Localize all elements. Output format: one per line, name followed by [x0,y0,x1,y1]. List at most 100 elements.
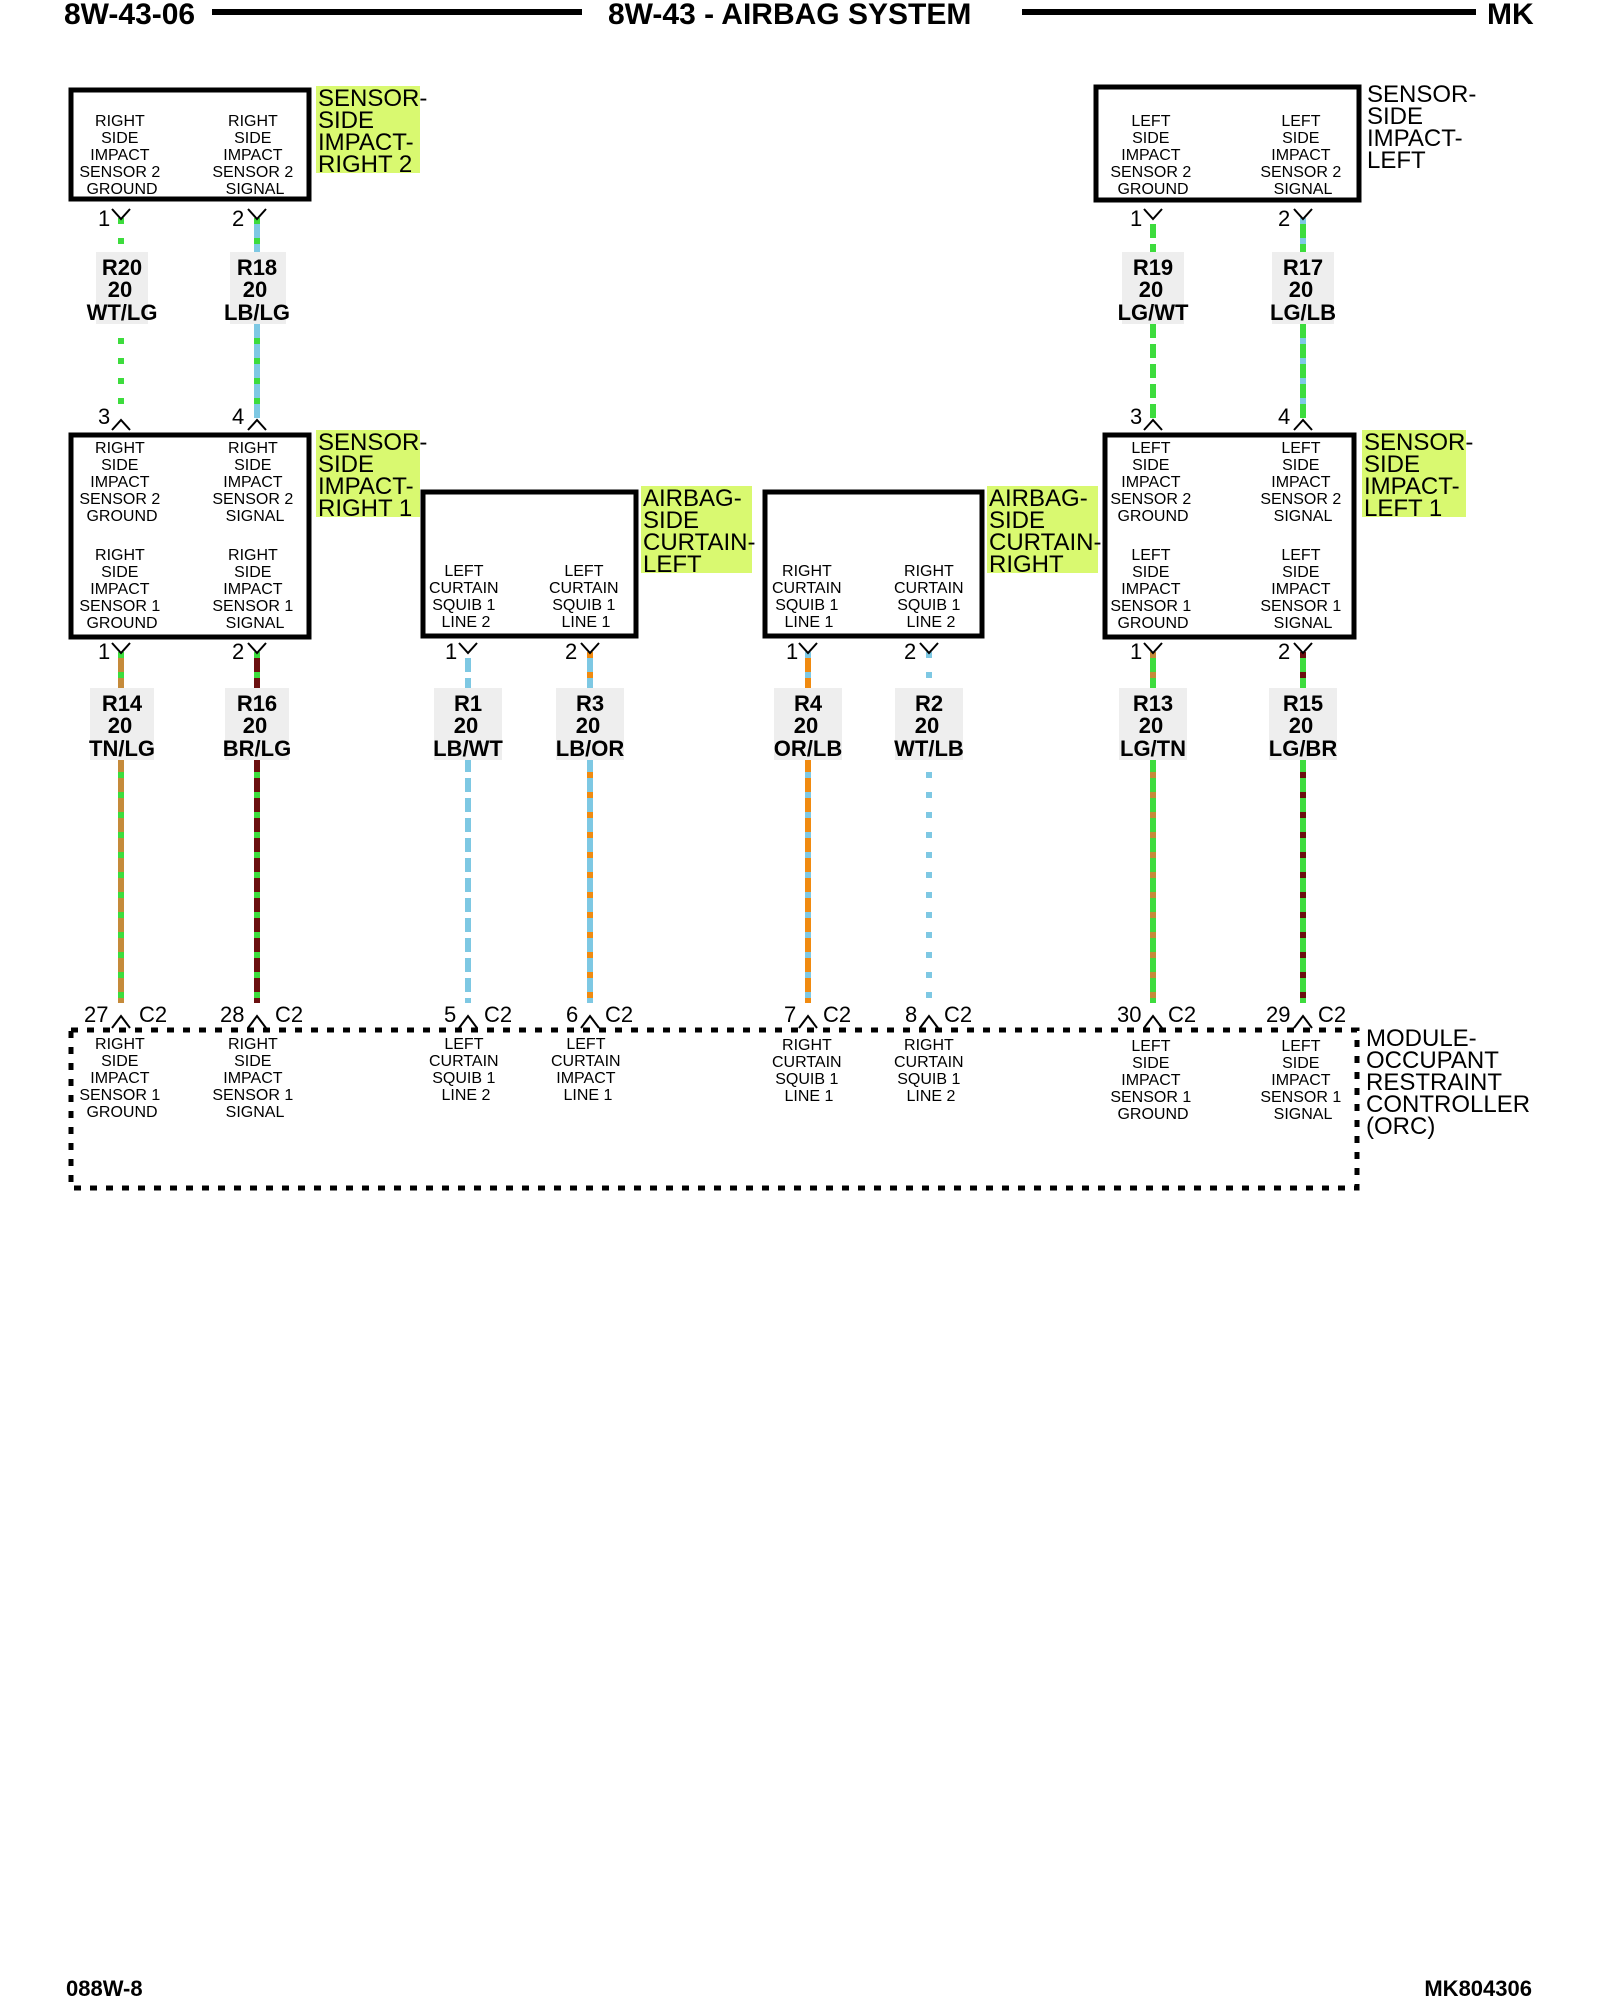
pin-number: 1 [445,639,457,664]
pin-connector-icon [458,642,478,655]
pin-connector-icon [111,208,131,221]
page-footer: 088W-8 MK804306 [66,1976,1532,2001]
pin-label: LEFT SIDE IMPACT SENSOR 2 SIGNAL [1260,440,1345,525]
component-name: SENSOR- SIDE IMPACT- LEFT 1 [1364,429,1480,522]
circuit-id: R19 [1133,255,1173,280]
wire-gauge: 20 [1289,713,1313,738]
pin-label: LEFT CURTAIN SQUIB 1 LINE 2 [429,563,503,631]
pin-number: 1 [1130,206,1142,231]
pin-label: RIGHT CURTAIN SQUIB 1 LINE 1 [772,1037,846,1105]
wire-gauge: 20 [576,713,600,738]
pin-label: RIGHT SIDE IMPACT SENSOR 2 GROUND [79,440,164,525]
pin-connector-icon [247,418,267,431]
pin-connector-icon [1293,418,1313,431]
component-name: AIRBAG- SIDE CURTAIN- LEFT [643,485,762,578]
pin-connector-icon [1293,642,1313,655]
circuit-id: R3 [576,691,604,716]
wire-color: WT/LB [894,736,964,761]
pin-number: 27 [84,1002,108,1027]
circuit-id: R1 [454,691,482,716]
page-title: 8W-43 - AIRBAG SYSTEM [608,0,971,31]
pin-label: LEFT SIDE IMPACT SENSOR 1 SIGNAL [1260,1038,1345,1123]
wire-gauge: 20 [1139,277,1163,302]
circuit-id: R2 [915,691,943,716]
component-box [68,87,312,202]
module-dashed-outline [68,1027,1360,1191]
wire-label-R1: R1 20 LB/WT [433,688,503,761]
pin-label: RIGHT SIDE IMPACT SENSOR 1 GROUND [79,1036,164,1121]
sensor-side-impact-left: LEFT SIDE IMPACT SENSOR 2 GROUND LEFT SI… [1093,81,1483,231]
circuit-id: R18 [237,255,277,280]
pin-connector-icon [798,642,818,655]
pin-label: LEFT CURTAIN IMPACT LINE 1 [551,1036,625,1104]
upper-wire-labels: R20 20 WT/LG R18 20 LB/LG R19 20 LG/WT R… [87,252,1336,325]
wire-label-R15: R15 20 LG/BR [1269,688,1338,761]
component-box [1102,432,1357,640]
pin-label: LEFT SIDE IMPACT SENSOR 2 SIGNAL [1260,113,1345,198]
pin-connector-icon [111,418,131,431]
component-name: AIRBAG- SIDE CURTAIN- RIGHT [989,485,1108,578]
wire-label-plate [96,252,148,324]
pin-label: RIGHT CURTAIN SQUIB 1 LINE 2 [894,1037,968,1105]
component-box [1093,84,1362,203]
wire-color: BR/LG [223,736,291,761]
wire-label-plate [90,688,154,760]
pin-number: 2 [1278,639,1290,664]
component-name: SENSOR- SIDE IMPACT- RIGHT 2 [318,85,434,178]
pin-number: 30 [1117,1002,1141,1027]
pin-label: LEFT SIDE IMPACT SENSOR 1 SIGNAL [1260,547,1345,632]
pin-connector-icon [458,1014,478,1029]
pin-number: 28 [220,1002,244,1027]
pin-label: LEFT SIDE IMPACT SENSOR 2 GROUND [1110,113,1195,198]
wire-gauge: 20 [794,713,818,738]
sensor-side-impact-right-1: 3 4 RIGHT SIDE IMPACT SENSOR 2 GROUND RI… [68,404,434,664]
pin-number: 4 [232,404,244,429]
wire-gauge: 20 [915,713,939,738]
connector-id: C2 [139,1002,167,1027]
wire-label-R14: R14 20 TN/LG [89,688,155,761]
pin-connector-icon [919,1014,939,1029]
pin-number: 29 [1266,1002,1290,1027]
wire-label-plate [1119,688,1187,760]
wire-color: LG/BR [1269,736,1338,761]
pin-label: RIGHT SIDE IMPACT SENSOR 2 SIGNAL [212,113,297,198]
orc-pin-27: 27 C2 RIGHT SIDE IMPACT SENSOR 1 GROUND [79,1002,167,1121]
wire-label-plate [895,688,963,760]
wire-gauge: 20 [454,713,478,738]
wire-gauge: 20 [1139,713,1163,738]
pin-connector-icon [247,642,267,655]
pin-label: RIGHT SIDE IMPACT SENSOR 1 SIGNAL [212,1036,297,1121]
wire-color: LB/LG [224,300,290,325]
component-name: SENSOR- SIDE IMPACT- RIGHT 1 [318,429,434,522]
wire-label-R16: R16 20 BR/LG [223,688,291,761]
circuit-id: R13 [1133,691,1173,716]
component-box [68,432,312,640]
orc-pin-6: 6 C2 LEFT CURTAIN IMPACT LINE 1 [551,1002,633,1104]
pin-number: 1 [1130,639,1142,664]
name-highlight [987,486,1098,573]
page-header: 8W-43-06 8W-43 - AIRBAG SYSTEM MK [64,0,1534,31]
pin-number: 6 [566,1002,578,1027]
wire-label-R20: R20 20 WT/LG [87,252,157,325]
component-name: SENSOR- SIDE IMPACT- LEFT [1367,81,1483,174]
wire-label-plate [1272,252,1334,324]
pin-number: 2 [565,639,577,664]
pin-connector-icon [580,1014,600,1029]
orc-pin-29: 29 C2 LEFT SIDE IMPACT SENSOR 1 SIGNAL [1260,1002,1346,1123]
pin-connector-icon [1293,208,1313,221]
pin-number: 3 [1130,404,1142,429]
pin-label: RIGHT SIDE IMPACT SENSOR 1 SIGNAL [212,547,297,632]
pin-number: 2 [904,639,916,664]
wire-label-R3: R3 20 LB/OR [556,688,624,761]
pin-number: 2 [232,206,244,231]
pin-connector-icon [247,1014,267,1029]
footer-left-code: 088W-8 [66,1976,143,2000]
circuit-id: R20 [102,255,142,280]
wire-color: TN/LG [89,736,155,761]
circuit-id: R14 [102,691,143,716]
circuit-id: R15 [1283,691,1323,716]
wire-label-plate [434,688,502,760]
pin-connector-icon [111,1014,131,1029]
orc-pin-8: 8 C2 RIGHT CURTAIN SQUIB 1 LINE 2 [894,1002,972,1105]
